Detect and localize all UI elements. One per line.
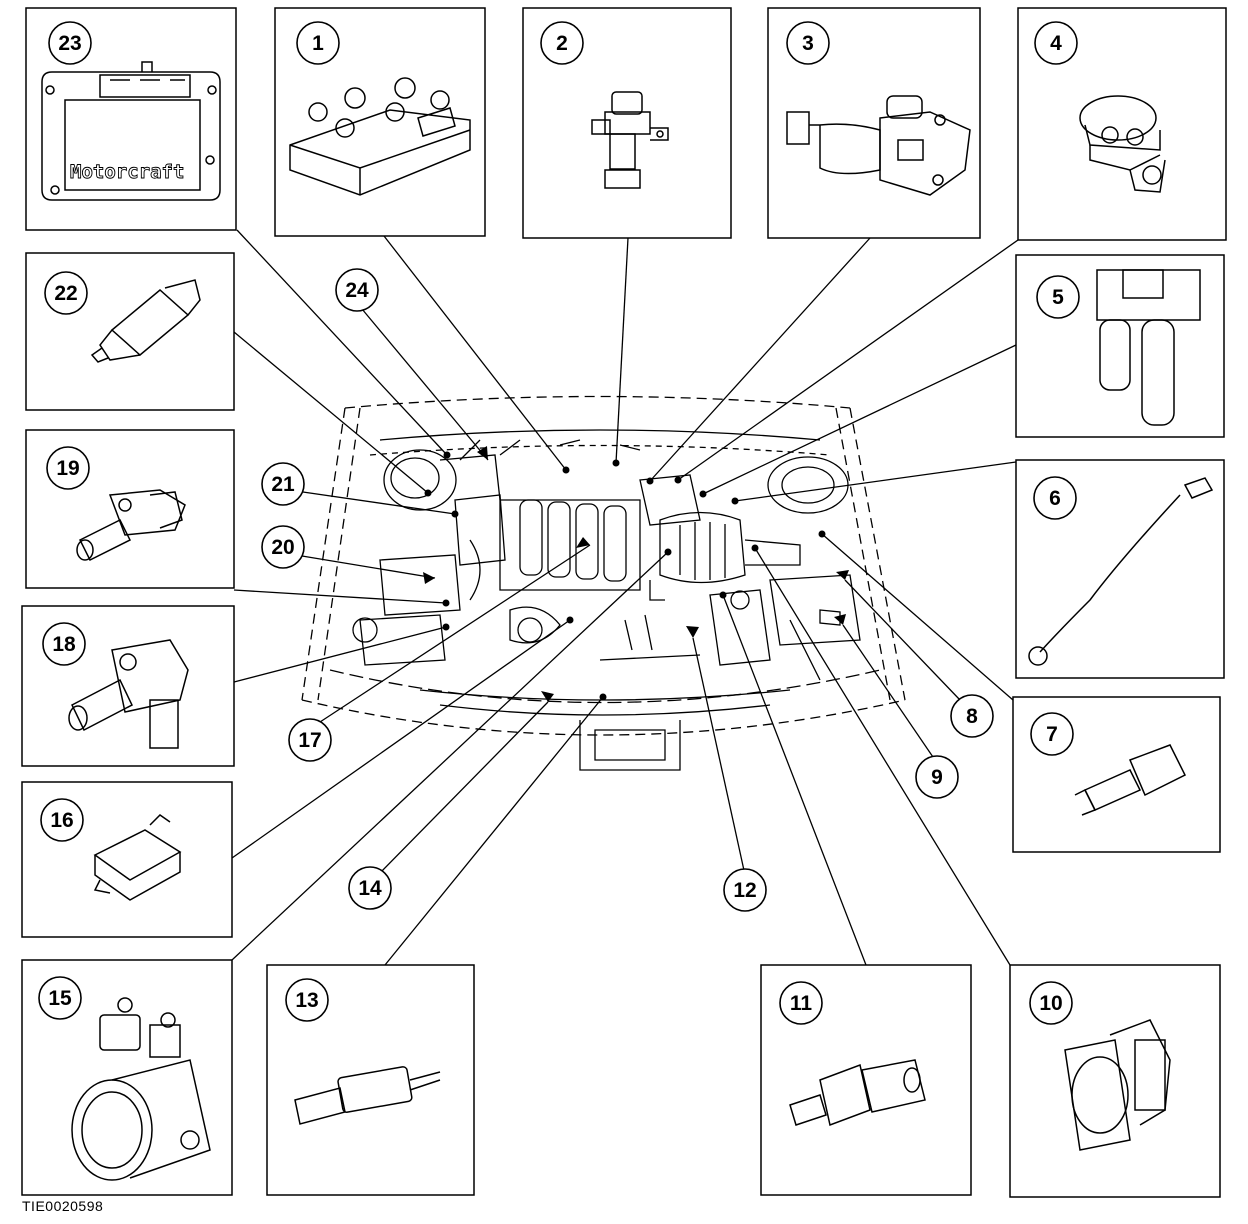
callout-markers: 23 1 2 3 4 22 24 5 19 21 6 20 18 8 17 7 … bbox=[38, 21, 1080, 1025]
module-drawing bbox=[93, 814, 182, 901]
callout-23: 23 bbox=[48, 21, 92, 65]
callout-14: 14 bbox=[348, 866, 392, 910]
svg-text:18: 18 bbox=[52, 633, 76, 656]
svg-text:19: 19 bbox=[56, 457, 79, 480]
ecu-module-drawing bbox=[41, 61, 221, 201]
svg-text:5: 5 bbox=[1052, 286, 1064, 309]
svg-text:7: 7 bbox=[1046, 723, 1058, 746]
callout-2: 2 bbox=[540, 21, 584, 65]
svg-text:21: 21 bbox=[271, 473, 295, 496]
svg-text:4: 4 bbox=[1050, 32, 1062, 55]
iac-valve-drawing bbox=[786, 95, 971, 196]
panel-1 bbox=[274, 7, 486, 237]
component-panels bbox=[21, 7, 1227, 1198]
module-brand-label: Motorcraft bbox=[70, 161, 184, 183]
svg-text:10: 10 bbox=[1039, 992, 1062, 1015]
valve-drawing bbox=[1064, 1019, 1171, 1151]
callout-5: 5 bbox=[1036, 275, 1080, 319]
callout-13: 13 bbox=[285, 978, 329, 1022]
svg-text:17: 17 bbox=[298, 729, 321, 752]
callout-16: 16 bbox=[40, 798, 84, 842]
panel-19 bbox=[25, 429, 235, 589]
egr-valve-drawing bbox=[1079, 95, 1166, 193]
temp-sensor-drawing bbox=[1074, 744, 1187, 816]
cam-sensor-drawing bbox=[76, 489, 186, 562]
o2-sensor-drawing bbox=[294, 1066, 441, 1125]
svg-text:6: 6 bbox=[1049, 487, 1061, 510]
engine-bay-illustration bbox=[301, 395, 906, 771]
canister-drawing bbox=[1096, 269, 1201, 426]
pressure-sensor-drawing bbox=[90, 279, 201, 363]
svg-text:3: 3 bbox=[802, 32, 814, 55]
svg-text:24: 24 bbox=[345, 279, 369, 302]
panel-13 bbox=[266, 964, 475, 1196]
callout-1: 1 bbox=[296, 21, 340, 65]
panel-16 bbox=[21, 781, 233, 938]
evr-solenoid-drawing bbox=[591, 91, 669, 189]
svg-text:2: 2 bbox=[556, 32, 568, 55]
throttle-body-drawing bbox=[71, 997, 211, 1181]
panel-3 bbox=[767, 7, 981, 239]
svg-text:13: 13 bbox=[295, 989, 318, 1012]
callout-20: 20 bbox=[261, 525, 305, 569]
panel-23 bbox=[25, 7, 237, 231]
panel-6 bbox=[1015, 459, 1225, 679]
leader-targets bbox=[423, 446, 849, 702]
panel-22 bbox=[25, 252, 235, 411]
panel-4 bbox=[1017, 7, 1227, 241]
panel-15 bbox=[21, 959, 233, 1196]
svg-text:16: 16 bbox=[50, 809, 73, 832]
svg-text:14: 14 bbox=[358, 877, 382, 900]
callout-24: 24 bbox=[335, 268, 379, 312]
svg-text:15: 15 bbox=[48, 987, 72, 1010]
callout-4: 4 bbox=[1034, 21, 1078, 65]
callout-15: 15 bbox=[38, 976, 82, 1020]
callout-11: 11 bbox=[779, 981, 823, 1025]
callout-19: 19 bbox=[46, 446, 90, 490]
callout-7: 7 bbox=[1030, 712, 1074, 756]
panel-18 bbox=[21, 605, 235, 767]
callout-12: 12 bbox=[723, 868, 767, 912]
panel-5 bbox=[1015, 254, 1225, 438]
oxygen-sensor-harness-drawing bbox=[1028, 477, 1214, 666]
callout-9: 9 bbox=[915, 755, 959, 799]
svg-text:23: 23 bbox=[58, 32, 81, 55]
callout-8: 8 bbox=[950, 694, 994, 738]
svg-text:20: 20 bbox=[271, 536, 294, 559]
callout-18: 18 bbox=[42, 622, 86, 666]
svg-text:11: 11 bbox=[790, 992, 813, 1015]
callout-21: 21 bbox=[261, 462, 305, 506]
callout-3: 3 bbox=[786, 21, 830, 65]
crank-sensor-drawing bbox=[68, 639, 189, 749]
panel-10 bbox=[1009, 964, 1221, 1198]
svg-text:22: 22 bbox=[54, 282, 77, 305]
callout-10: 10 bbox=[1029, 981, 1073, 1025]
figure-id: TIE0020598 bbox=[22, 1198, 104, 1214]
svg-text:12: 12 bbox=[733, 879, 756, 902]
callout-6: 6 bbox=[1033, 476, 1077, 520]
svg-text:1: 1 bbox=[312, 32, 324, 55]
panel-7 bbox=[1012, 696, 1221, 853]
svg-text:9: 9 bbox=[931, 766, 943, 789]
panel-2 bbox=[522, 7, 732, 239]
coil-pack-drawing bbox=[289, 77, 471, 196]
leader-lines bbox=[231, 229, 1019, 966]
svg-text:8: 8 bbox=[966, 705, 978, 728]
coolant-sensor-drawing bbox=[789, 1059, 926, 1127]
callout-17: 17 bbox=[288, 718, 332, 762]
callout-22: 22 bbox=[44, 271, 88, 315]
